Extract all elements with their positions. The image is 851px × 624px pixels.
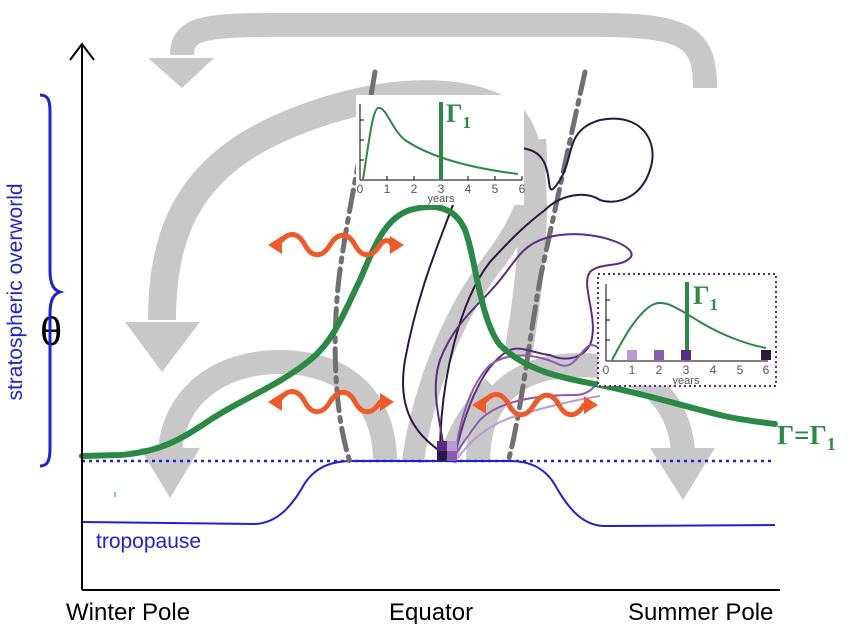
inset-right-marker-6 [761,350,771,360]
inset-right-spectrum-curve [611,302,767,361]
inset-right-tick-2: 2 [656,363,663,377]
inset-left-tick-1: 1 [384,182,391,196]
lower-right-arrowhead [650,448,715,500]
inset-right-xlabel: years [673,375,700,387]
tropopause-line [81,460,776,528]
inset-left-tick-3: 3 [438,182,445,196]
trajectory-darkest [402,117,654,456]
inset-right-tick-6: 6 [763,363,770,377]
winter-barrier-line [332,69,378,465]
inset-left-age-spectrum: Γ1 0 1 2 3 4 5 6 years [356,95,526,205]
axes [69,42,780,591]
x-label-winter-pole: Winter Pole [66,599,190,624]
stratospheric-overworld-label: stratospheric overworld [4,183,27,400]
inset-left-tick-6: 6 [519,182,526,196]
inset-right-tick-3: 3 [683,363,690,377]
inset-right-tick-5: 5 [737,363,744,377]
source-square-dark [437,451,447,461]
summer-barrier-line [505,69,588,465]
inset-left-spectrum-curve [362,107,519,180]
mixing-arrow-lower-left [268,389,394,415]
transport-barriers [332,69,588,465]
inset-left-tick-4: 4 [465,182,472,196]
top-circulation-arrowhead [148,58,214,88]
mixing-arrow-upper [268,232,404,258]
mixing-arrow-lower-right [472,392,598,418]
y-axis-arrowhead [69,42,95,61]
inset-right-tick-1: 1 [629,363,636,377]
x-label-equator: Equator [389,599,473,624]
winter-circulation-arrowhead [125,322,200,372]
inset-right-marker-2 [654,350,664,360]
overworld-brace [39,93,65,468]
trajectory-light [457,395,601,459]
tropopause-label: tropopause [96,530,201,553]
inset-left-title: Γ1 [446,99,471,132]
inset-left-tick-0: 0 [357,182,364,196]
inset-right-title: Γ1 [693,281,718,314]
x-label-summer-pole: Summer Pole [628,599,773,624]
tropical-upwelling-arrow-1 [402,138,547,464]
source-square-medium [437,441,447,451]
inset-left-tick-5: 5 [492,182,499,196]
inset-right-marker-1 [627,350,637,360]
inset-right-tick-4: 4 [710,363,717,377]
trajectory-dark [434,233,633,456]
inset-left-tick-2: 2 [411,182,418,196]
inset-right-marker-3 [681,350,691,360]
gamma-contour-label: Γ=Γ1 [777,420,836,454]
mean-age-contour [79,203,778,459]
mixing-arrows [268,232,598,418]
top-circulation-arrow [170,12,717,89]
inset-right-age-spectrum: Γ1 0 1 2 3 4 5 6 years [597,273,777,387]
lower-left-arrowhead [140,448,200,498]
inset-right-tick-0: 0 [603,363,610,377]
inset-left-xlabel: years [428,193,455,205]
lower-left-circulation-arrow [158,349,397,463]
source-square-mid [447,451,457,461]
source-square-light [447,441,457,451]
